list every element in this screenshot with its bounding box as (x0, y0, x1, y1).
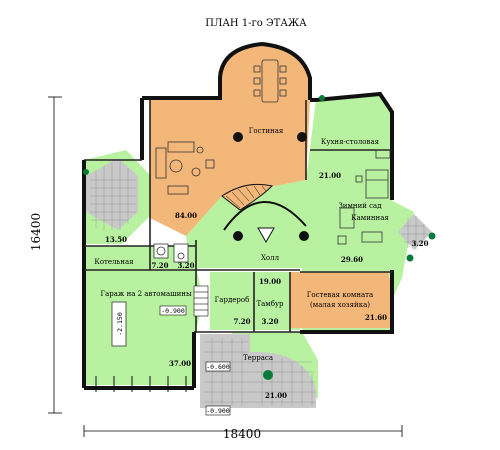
kitchen-label: Кухня-столовая (321, 138, 380, 146)
living-room-label: Гостиная (249, 127, 284, 135)
guest-room-area: 21.60 (365, 313, 387, 322)
dimension-height-label: 16400 (29, 213, 43, 251)
garage-pit-level: -2.150 (116, 312, 124, 336)
svg-text:-0.600: -0.600 (206, 363, 230, 371)
bath-fixtures (153, 243, 189, 263)
guest-room-floor (290, 272, 392, 328)
guest-room-label: Гостевая комната (307, 291, 373, 299)
plan-title: ПЛАН 1-го ЭТАЖА (205, 18, 307, 29)
level-marker-porch: -0.600 (205, 361, 231, 372)
bath-area-2: 3.20 (177, 261, 194, 270)
fireplace-label: Каминная (351, 214, 389, 222)
dining-table (253, 59, 287, 103)
vestibule-area: 3.20 (261, 317, 278, 326)
outer-walls (82, 41, 394, 390)
terrace-grid (90, 162, 428, 406)
svg-text:-0.900: -0.900 (206, 407, 230, 415)
fireplace-area: 29.60 (341, 255, 363, 264)
living-room-area: 84.00 (175, 211, 197, 220)
hall-arc (223, 201, 307, 231)
guest-room-sublabel: (малая хозяйка) (310, 301, 370, 309)
dimension-horizontal: 18400 (83, 425, 403, 441)
kitchen-furniture (355, 149, 391, 199)
columns (83, 95, 436, 380)
hall-area: 19.00 (259, 277, 281, 286)
boiler-label: Котельная (94, 258, 134, 266)
front-terrace-label: Терраса (243, 354, 273, 362)
vestibule-label: Тамбур (256, 300, 284, 308)
kitchen-area: 21.00 (319, 171, 341, 180)
level-marker-base: -0.900 (205, 405, 231, 416)
garage-door (95, 376, 187, 392)
svg-text:-0.900: -0.900 (161, 307, 185, 315)
hall-label: Холл (261, 254, 280, 262)
terrace-left-area: 13.50 (105, 235, 127, 244)
garage-label: Гараж на 2 автомашины (100, 290, 192, 298)
garage-area: 37.00 (169, 359, 191, 368)
dimension-width-label: 18400 (223, 427, 261, 441)
hall-skylight-icon (257, 227, 275, 244)
front-terrace-area: 21.00 (265, 391, 287, 400)
wardrobe-area: 7.20 (233, 317, 250, 326)
bath-area-1: 7.20 (151, 261, 168, 270)
winter-garden-label: Зимний сад (338, 202, 382, 210)
terrace-right-area: 3.20 (411, 239, 428, 248)
living-furniture (155, 141, 215, 195)
stair-treads (225, 185, 267, 209)
level-marker-garage: -0.900 (159, 305, 187, 316)
dimension-vertical: 16400 (29, 96, 62, 414)
wardrobe-label: Гардероб (215, 296, 250, 304)
fireplace-furniture (337, 207, 383, 245)
garage-pit (111, 301, 127, 347)
left-stair (193, 285, 209, 317)
